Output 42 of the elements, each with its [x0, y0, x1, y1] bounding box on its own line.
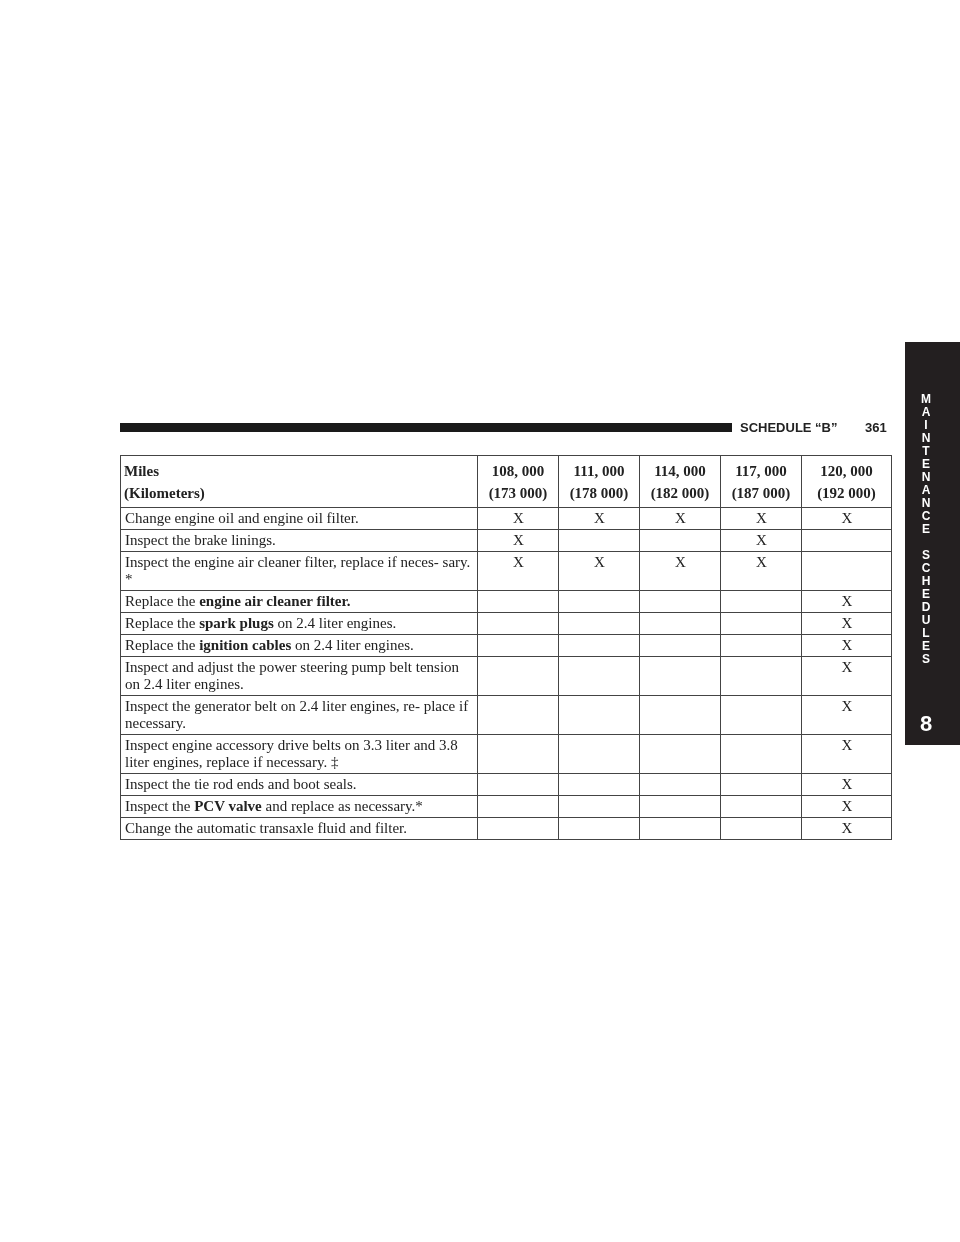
task-description: Inspect the generator belt on 2.4 liter engines, re- place if necessary.: [120, 695, 478, 735]
schedule-mark: X: [801, 507, 892, 530]
schedule-mark: X: [801, 734, 892, 774]
column-header: 108, 000 (173 000): [487, 462, 549, 503]
column-header: 114, 000 (182 000): [649, 462, 711, 503]
column-header: 120, 000 (192 000): [816, 462, 877, 503]
schedule-mark: X: [477, 529, 559, 552]
schedule-mark: X: [558, 551, 640, 591]
column-header: 111, 000 (178 000): [568, 462, 630, 503]
task-description: Replace the engine air cleaner filter.: [120, 590, 478, 613]
schedule-mark: X: [801, 695, 892, 735]
schedule-mark: X: [477, 551, 559, 591]
task-description: Change engine oil and engine oil filter.: [120, 507, 478, 530]
task-description: Inspect and adjust the power steering pump belt tension on 2.4 liter engines.: [120, 656, 478, 696]
task-description: Inspect engine accessory drive belts on 3.3 liter and 3.8 liter engines, replace if necessary. ‡: [120, 734, 478, 774]
section-title: MAINTENANCE SCHEDULES: [919, 392, 932, 665]
task-description: Inspect the engine air cleaner filter, replace if neces- sary. *: [120, 551, 478, 591]
schedule-mark: X: [720, 507, 802, 530]
task-description: Inspect the tie rod ends and boot seals.: [120, 773, 478, 796]
schedule-mark: X: [801, 656, 892, 696]
schedule-mark: X: [477, 507, 559, 530]
chapter-number: 8: [920, 712, 933, 736]
schedule-mark: X: [720, 551, 802, 591]
task-description: Change the automatic transaxle fluid and filter.: [120, 817, 478, 840]
schedule-mark: X: [801, 817, 892, 840]
task-description: Replace the spark plugs on 2.4 liter engines.: [120, 612, 478, 635]
schedule-mark: X: [801, 612, 892, 635]
column-header: Miles (Kilometers): [124, 462, 206, 503]
schedule-mark: X: [720, 529, 802, 552]
task-description: Replace the ignition cables on 2.4 liter engines.: [120, 634, 478, 657]
schedule-mark: X: [801, 634, 892, 657]
schedule-mark: X: [801, 590, 892, 613]
column-header: 117, 000 (187 000): [730, 462, 792, 503]
task-description: Inspect the PCV valve and replace as necessary.*: [120, 795, 478, 818]
schedule-mark: X: [801, 773, 892, 796]
task-description: Inspect the brake linings.: [120, 529, 478, 552]
schedule-mark: X: [558, 507, 640, 530]
page-number: 361: [865, 420, 887, 436]
schedule-mark: X: [639, 551, 721, 591]
schedule-mark: X: [639, 507, 721, 530]
running-header: SCHEDULE “B”: [740, 420, 838, 436]
schedule-mark: X: [801, 795, 892, 818]
